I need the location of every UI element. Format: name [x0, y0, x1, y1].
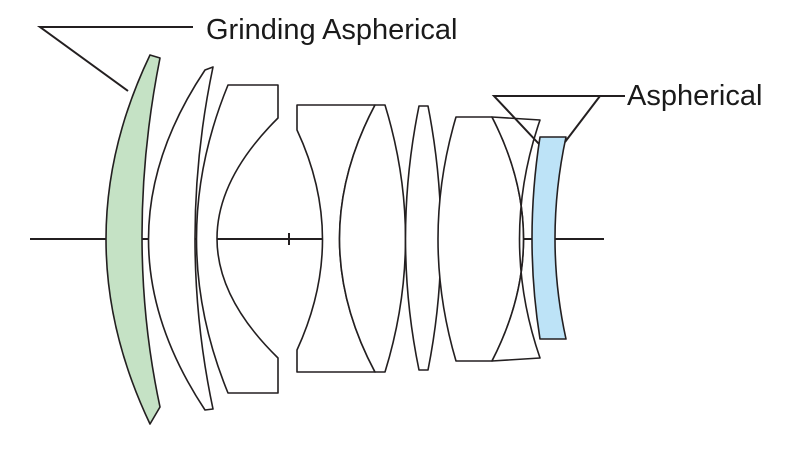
- grinding-aspherical-label: Grinding Aspherical: [206, 14, 458, 46]
- lens-1-grinding-aspherical: [105, 54, 161, 425]
- aspherical-leader: [491, 95, 625, 145]
- lens-2: [147, 66, 214, 411]
- aspherical-leader-branch: [564, 95, 601, 143]
- lens-5: [338, 104, 407, 373]
- lens-3: [195, 84, 279, 394]
- lens-9-aspherical: [531, 136, 567, 340]
- lens-6: [404, 105, 442, 371]
- aspherical-label: Aspherical: [627, 80, 763, 112]
- grinding-aspherical-leader: [36, 26, 193, 92]
- lens-8: [491, 116, 541, 362]
